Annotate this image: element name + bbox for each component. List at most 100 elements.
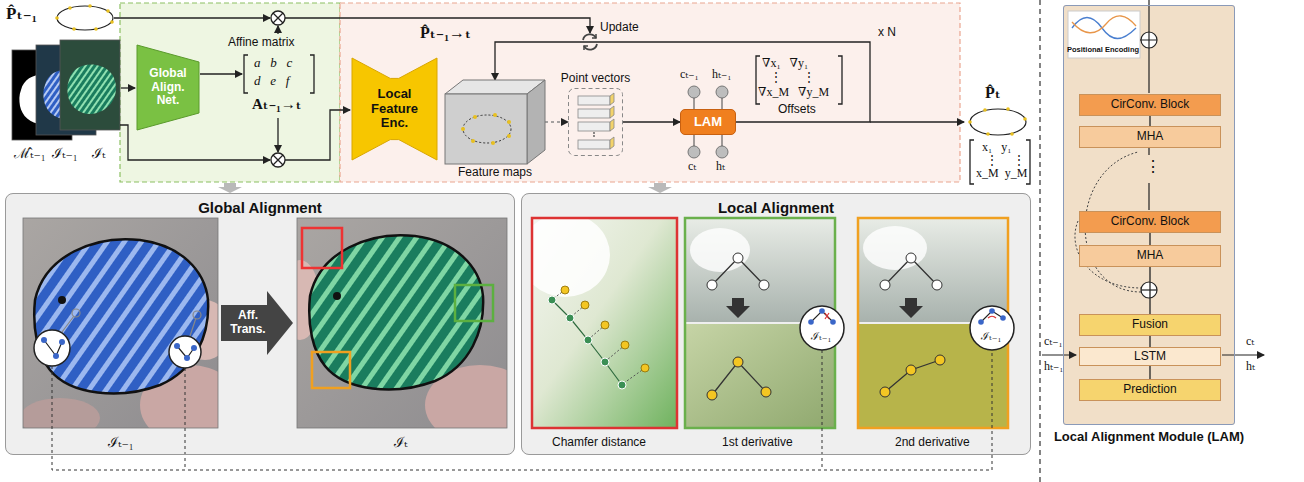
math-symbol: d e f	[254, 74, 289, 89]
vector-group-shape	[610, 137, 614, 149]
output-contour	[1023, 117, 1027, 121]
graph-callout	[174, 343, 180, 349]
derivative-image	[707, 357, 771, 400]
math-symbol: cₜ	[688, 160, 696, 174]
derivative-image	[880, 387, 890, 397]
dashed-link	[52, 350, 992, 470]
derivative-image	[906, 253, 916, 263]
output-contour	[986, 132, 990, 136]
output-contour	[983, 108, 987, 112]
graph-callout	[1000, 315, 1006, 321]
fish-image-after	[302, 228, 342, 268]
math-symbol: ℳ̂ₜ₋₁	[14, 146, 46, 162]
wire	[285, 110, 350, 160]
annotation: Chamfer distance	[552, 436, 646, 450]
chamfer-image	[548, 296, 626, 389]
derivative-image	[858, 324, 1008, 428]
detail-panel: Local Alignment	[521, 193, 1031, 455]
wire	[277, 26, 278, 34]
contour	[55, 4, 114, 31]
network-block: Global Align. Net.	[137, 45, 199, 130]
input-frames	[60, 40, 120, 130]
graph-callout	[989, 308, 995, 314]
input-frames	[67, 65, 116, 115]
layer-block: MHA	[1079, 245, 1221, 267]
multiply-symbol	[271, 153, 285, 167]
chamfer-image	[621, 341, 629, 349]
math-symbol: a b c	[254, 56, 292, 71]
graph-callout	[41, 337, 47, 343]
node-text: Global Align. Net.	[141, 67, 195, 108]
state-node	[688, 86, 728, 158]
state-node	[688, 86, 700, 98]
chamfer-image	[552, 300, 622, 385]
feature-map: Feature maps	[445, 80, 545, 164]
down-arrow	[218, 183, 672, 193]
contour	[57, 6, 113, 30]
vector-group-shape	[593, 132, 595, 134]
node-text: Prediction	[1123, 383, 1176, 397]
wire	[970, 140, 1030, 184]
graph-callout	[191, 345, 197, 351]
contour	[94, 27, 98, 31]
module-wire	[1141, 32, 1157, 48]
multiply-symbol	[271, 11, 285, 25]
derivative-image	[733, 357, 743, 367]
connector	[545, 121, 568, 122]
vector-group-shape	[568, 88, 623, 156]
panel-title: Global Alignment	[6, 199, 514, 216]
vector-group-shape	[578, 109, 610, 118]
graph-callout	[53, 353, 59, 359]
layer-block: CirConv. Block	[1079, 94, 1221, 116]
feature-map-shape	[507, 120, 511, 124]
derivative-image	[863, 226, 927, 270]
derivative-image	[880, 355, 945, 397]
node-heading: Point vectors	[543, 72, 648, 86]
math-symbol: Aₜ₋₁→ₜ	[252, 96, 301, 113]
annotation: Update	[600, 21, 639, 35]
node-text: CirConv. Block	[1111, 98, 1189, 112]
vector-group-shape	[610, 106, 614, 118]
derivative-image	[690, 228, 750, 272]
vector-group-shape	[593, 135, 595, 137]
connector	[1149, 233, 1150, 245]
math-symbol: x_M y_M	[976, 167, 1027, 181]
graph-callout	[72, 309, 80, 317]
fish-image-before	[58, 296, 66, 304]
module-wire	[1042, 0, 1264, 355]
global-region	[120, 3, 340, 182]
connector	[1149, 336, 1150, 347]
output-contour	[970, 109, 1026, 135]
panel-ground	[1063, 5, 1235, 425]
feature-map-shape	[471, 139, 475, 143]
derivative-image	[685, 218, 835, 428]
module-wire	[1141, 289, 1157, 290]
input-frames	[12, 40, 120, 140]
layer-block: LSTM	[1079, 347, 1221, 366]
update-icon	[583, 34, 596, 40]
contour	[88, 4, 92, 8]
down-arrow	[648, 183, 672, 193]
wire	[870, 121, 964, 122]
fish-image-before	[34, 239, 208, 393]
image-frame	[297, 218, 507, 428]
contour	[106, 9, 110, 13]
math-symbol: ℐₜ₋₁	[52, 146, 78, 162]
output-contour	[1006, 107, 1010, 111]
module-wire	[1148, 183, 1149, 210]
output-contour	[968, 120, 972, 124]
graph-callout	[59, 339, 65, 345]
derivative-image	[880, 253, 942, 290]
math-symbol: ℐₜ₋₁	[108, 435, 134, 451]
annotation: Positional Encoding	[1067, 46, 1139, 55]
feature-map-shape	[461, 127, 465, 131]
vector-group-shape	[610, 93, 614, 105]
output-contour	[968, 107, 1027, 136]
state-node	[694, 98, 722, 146]
connector	[1149, 366, 1150, 379]
dashed-link	[52, 350, 992, 470]
node-text: Local Feature Enc.	[364, 87, 426, 132]
derivative-image	[935, 355, 945, 365]
feature-map-shape	[527, 80, 545, 164]
